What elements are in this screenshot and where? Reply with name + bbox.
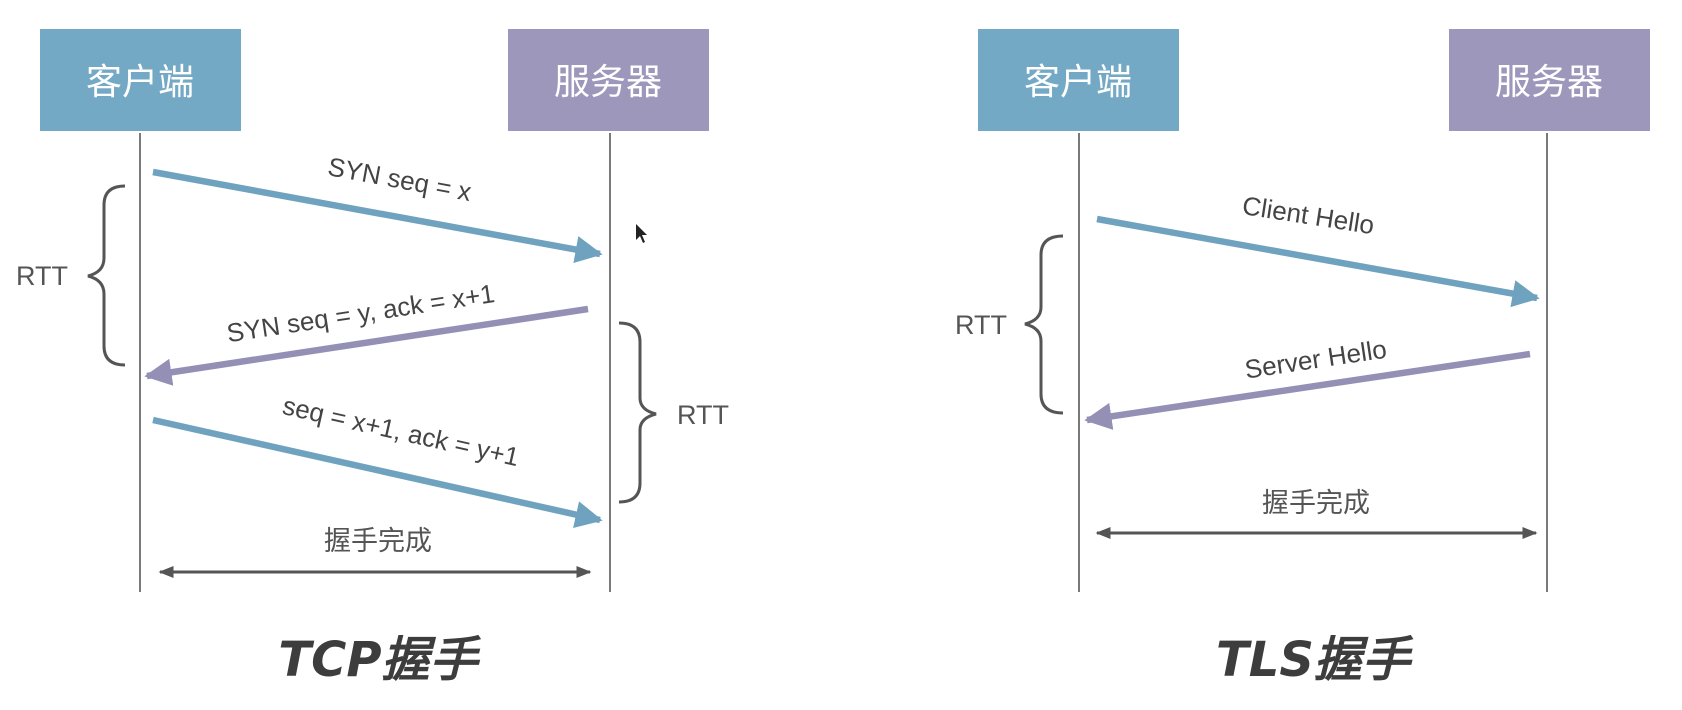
tls-handshake-complete: 握手完成 bbox=[1095, 488, 1538, 539]
tls-client-hello-label: Client Hello bbox=[1240, 190, 1376, 240]
tcp-message-syn: SYN seq = x bbox=[152, 151, 603, 263]
tcp-rtt-right-brace-icon bbox=[618, 321, 657, 504]
tcp-client-node: 客户端 bbox=[40, 29, 241, 131]
tcp-done-label: 握手完成 bbox=[324, 526, 432, 557]
tcp-ack-arrow bbox=[152, 416, 603, 528]
tcp-message-syn-ack: SYN seq = y, ack = x+1 bbox=[144, 278, 589, 386]
tcp-syn-ack-arrow bbox=[144, 305, 589, 386]
mouse-cursor-icon bbox=[636, 224, 647, 243]
tcp-message-ack: seq = x+1, ack = y+1 bbox=[152, 390, 603, 528]
tls-server-label: 服务器 bbox=[1495, 62, 1603, 103]
tcp-rtt-right: RTT bbox=[618, 321, 729, 504]
tcp-rtt-left: RTT bbox=[16, 184, 126, 367]
tcp-syn-ack-label: SYN seq = y, ack = x+1 bbox=[225, 278, 497, 348]
tcp-syn-arrow bbox=[152, 168, 603, 263]
tcp-title: TCP握手 bbox=[278, 632, 481, 688]
tcp-rtt-left-brace-icon bbox=[87, 184, 126, 367]
tcp-ack-label: seq = x+1, ack = y+1 bbox=[280, 390, 522, 472]
tls-message-client-hello: Client Hello bbox=[1096, 190, 1540, 308]
tls-done-label: 握手完成 bbox=[1262, 488, 1370, 519]
tcp-server-label: 服务器 bbox=[554, 62, 662, 103]
tcp-syn-label: SYN seq = x bbox=[325, 151, 473, 207]
tcp-rtt-right-label: RTT bbox=[677, 400, 729, 430]
tls-server-node: 服务器 bbox=[1449, 29, 1650, 131]
tls-rtt-brace-icon bbox=[1024, 234, 1064, 415]
tcp-server-node: 服务器 bbox=[508, 29, 709, 131]
tls-server-box bbox=[1449, 29, 1650, 131]
tls-message-server-hello: Server Hello bbox=[1084, 334, 1531, 430]
tls-rtt-label: RTT bbox=[955, 310, 1007, 340]
tcp-client-label: 客户端 bbox=[86, 62, 194, 103]
tls-title: TLS握手 bbox=[1216, 632, 1414, 688]
tls-client-node: 客户端 bbox=[978, 29, 1179, 131]
tls-handshake: 客户端 服务器 Client Hello Server Hello RTT 握手… bbox=[955, 29, 1650, 688]
tls-rtt-left: RTT bbox=[955, 234, 1064, 415]
tls-client-label: 客户端 bbox=[1024, 62, 1132, 103]
tcp-client-box bbox=[40, 29, 241, 131]
tcp-handshake-complete: 握手完成 bbox=[158, 526, 592, 578]
tls-client-hello-arrow bbox=[1096, 215, 1540, 308]
tls-client-box bbox=[978, 29, 1179, 131]
tcp-handshake: 客户端 服务器 SYN seq = x SYN seq = y, ack = x… bbox=[16, 29, 729, 688]
tcp-server-box bbox=[508, 29, 709, 131]
tls-server-hello-arrow bbox=[1084, 350, 1531, 430]
tcp-rtt-left-label: RTT bbox=[16, 261, 68, 291]
